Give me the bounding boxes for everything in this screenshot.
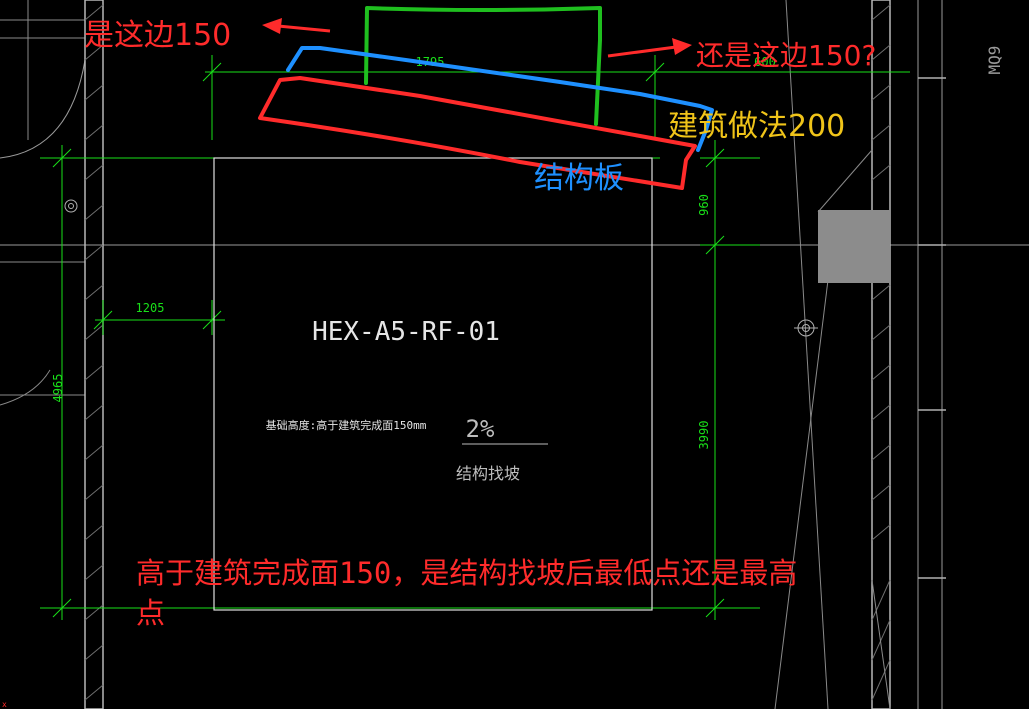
drain-symbol-right [794, 319, 818, 337]
equipment-tag: HEX-A5-RF-01 [312, 317, 500, 347]
red-sketch-shape [258, 76, 697, 190]
grid-label-mq9: MQ9 [985, 46, 1004, 75]
foundation-note: 基础高度:高于建筑完成面150mm [266, 418, 427, 432]
dim-left-offset: 1205 [136, 301, 165, 315]
right-column-ticks [918, 77, 946, 579]
drain-symbol-left [64, 199, 78, 213]
dim-left-vertical: 4965 [51, 374, 65, 403]
right-wall-hatch [871, 4, 891, 701]
green-sketch-box [364, 6, 602, 126]
diagonal-line-a [785, 0, 829, 709]
column-block [818, 210, 890, 283]
origin-mark: x [2, 700, 7, 709]
door-swing-arc-2 [0, 369, 51, 406]
right-wall [871, 0, 891, 709]
annotation-bottom-question: 高于建筑完成面150，是结构找坡后最低点还是最高 点 [136, 556, 815, 630]
dim-right-lower: 3990 [697, 421, 711, 450]
diagonal-line-b [774, 279, 829, 709]
slope-value: 2% [466, 415, 495, 443]
left-arrow-icon [262, 18, 331, 34]
annotation-architecture-method: 建筑做法200 [668, 109, 845, 144]
diagonal-line-c [817, 149, 873, 213]
blue-sketch-line [286, 46, 714, 152]
annotation-right-question: 还是这边150? [696, 39, 876, 72]
dim-top-right: 600 [754, 55, 776, 69]
slope-note: 结构找坡 [456, 464, 520, 483]
right-arrow-icon [607, 38, 692, 58]
left-wall [84, 0, 104, 709]
door-swing-arc [0, 59, 86, 159]
dim-right-upper: 960 [697, 194, 711, 216]
equipment-foundation-outline [213, 157, 653, 611]
annotation-left-question: 是这边150 [84, 18, 231, 53]
left-wall-hatch [84, 4, 104, 701]
annotation-structural-slab: 结构板 [534, 161, 624, 196]
diagonal-line-d [871, 579, 891, 709]
dimension-lines [40, 55, 910, 620]
